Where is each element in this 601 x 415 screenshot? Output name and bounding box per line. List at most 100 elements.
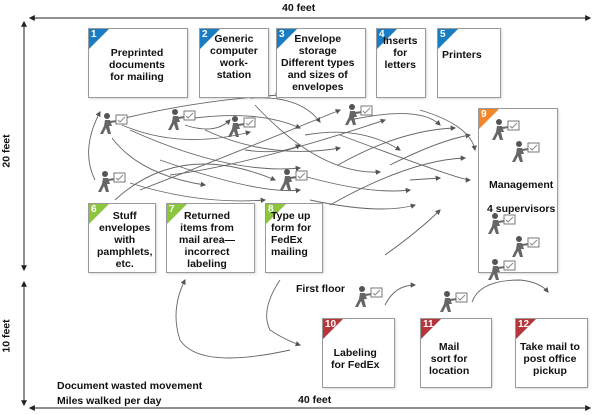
station-9-number: 9 [481,109,487,120]
walking-worker-icon [280,169,308,190]
station-8-number-tag [266,204,286,224]
station-7-label-line: labeling [187,258,227,270]
station-8-label-line: Type up [271,210,311,222]
station-1-number-tag [89,29,109,49]
station-8-number: 8 [268,204,274,215]
station-6-label-line: etc. [115,258,134,270]
station-7-label-line: items from [180,222,234,234]
station-3-number: 3 [279,29,285,40]
station-3-label-line: Envelope [294,33,342,45]
station-11-number: 11 [423,319,434,330]
station-3-label-line: envelopes [292,81,344,93]
station-9-label: Management 4 supervisors [487,179,555,215]
station-12-label-line: pickup [533,365,567,377]
station-2-number: 2 [202,29,208,40]
left-lower-dimension-label: 10 feet [0,319,13,353]
station-7-number: 7 [169,204,175,215]
station-12-label-line: post office [523,353,577,365]
station-1-label-line: for mailing [110,71,164,83]
station-11-label-line: Mail [438,341,460,353]
station-6-label-line: Stuff [112,210,137,222]
station-3-number-tag [277,29,297,49]
station-10-number: 10 [325,319,337,330]
station-3-label-line: and sizes of [287,69,348,81]
walking-worker-icon [355,286,383,307]
station-2-number-tag [200,29,220,49]
station-11-label-line: sort for [430,353,468,365]
station-7-label-line: Returned [183,210,231,222]
station-9-label-line: 4 supervisors [487,203,556,215]
station-10-label-line: Labeling [333,347,377,359]
left-upper-dimension-label: 20 feet [0,134,13,168]
top-dimension-label: 40 feet [282,2,316,14]
station-11-number-tag [421,319,441,339]
station-11-label-line: location [429,365,470,377]
walking-worker-icon [488,259,516,280]
station-2-label-line: computer [210,45,258,57]
walking-worker-icon [440,291,468,312]
station-8-label-line: FedEx [271,234,303,246]
station-12-number: 12 [518,319,530,330]
station-4-label-line: letters [384,59,416,71]
station-5-number-tag [438,29,458,49]
station-6-number-tag [89,204,109,224]
walking-worker-icon [98,171,126,192]
station-6-label-line: pamphlets, [97,246,153,258]
station-2-label-line: Generic [214,33,254,45]
station-4-label-line: Inserts [383,35,418,47]
station-1-label-line: documents [109,59,166,71]
station-10-number-tag [323,319,343,339]
station-7-label-line: mail area— [179,234,236,246]
station-10-label-line: for FedEx [331,359,380,371]
walking-worker-icon [492,119,520,140]
station-6-number: 6 [91,204,97,215]
walking-worker-icon [345,104,373,125]
walking-worker-icon [488,213,516,234]
station-9-label-line [487,191,555,203]
walking-worker-icon [512,236,540,257]
station-7-number-tag [167,204,187,224]
station-9-number-tag [479,109,499,129]
station-1-label-line: Preprinted [110,47,164,59]
station-5-label-line: Printers [442,49,482,61]
walking-worker-icon [168,109,196,130]
walking-worker-icon [512,141,540,162]
station-6-label-line: envelopes [99,222,151,234]
legend-line-2: Miles walked per day [57,395,162,407]
station-3-label-line: Different types [281,57,355,69]
station-3-label-line: storage [298,45,337,57]
station-5-number: 5 [440,29,446,40]
station-2-label-line: work- [219,57,248,69]
station-9-label-line: Management [489,179,554,191]
station-2-label-line: station [216,69,252,81]
station-4-number-tag [377,29,397,49]
station-6-label-line: with [114,234,136,246]
station-12-number-tag [516,319,536,339]
station-7-label-line: incorrect [184,246,230,258]
walking-worker-icon [100,113,128,134]
station-1-number: 1 [91,29,97,40]
first-floor-label: First floor [296,283,345,295]
station-4-label-line: for [393,47,408,59]
